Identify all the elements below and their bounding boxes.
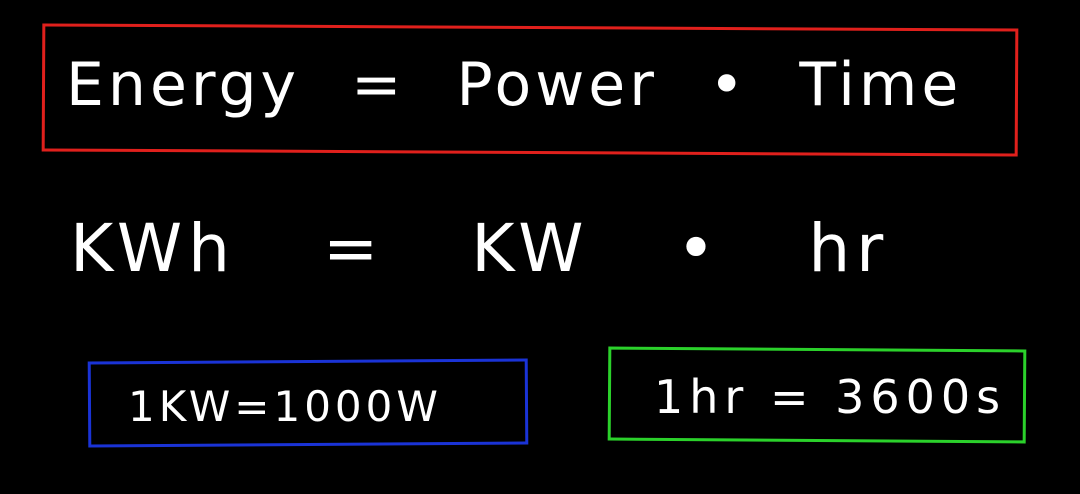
hour-conversion: 1hr = 3600s <box>654 370 1007 424</box>
energy-formula: Energy = Power • Time <box>66 50 963 120</box>
kilowatt-conversion: 1KW=1000W <box>128 382 442 431</box>
units-formula: KWh = KW • hr <box>70 210 890 287</box>
